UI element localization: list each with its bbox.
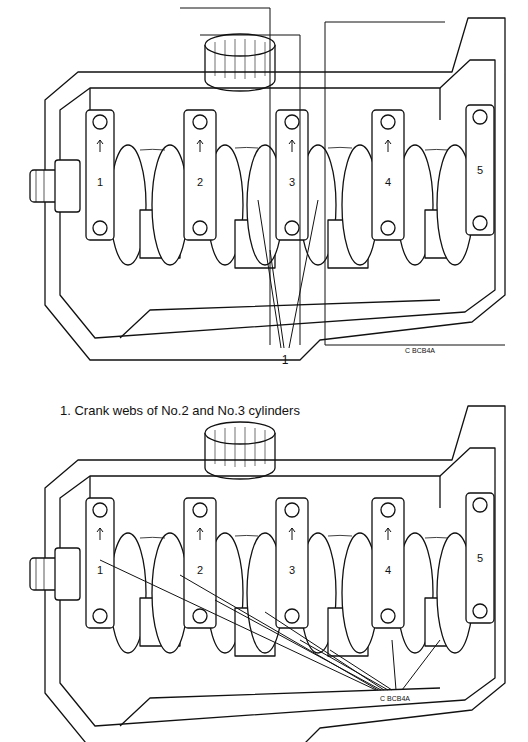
callout-number: 1	[282, 354, 289, 366]
figure-caption: 1. Crank webs of No.2 and No.3 cylinders	[60, 404, 300, 417]
cap-number: 2	[196, 565, 204, 576]
cap-number: 3	[288, 565, 296, 576]
cap-number: 4	[384, 177, 392, 188]
cap-number: 2	[196, 177, 204, 188]
cap-number: 5	[476, 553, 484, 564]
casting-mark: C BCB4A	[379, 695, 411, 702]
cap-number: 4	[384, 565, 392, 576]
cap-number: 1	[96, 565, 104, 576]
cap-number: 3	[288, 177, 296, 188]
cap-number: 5	[476, 165, 484, 176]
cap-number: 1	[96, 177, 104, 188]
casting-mark: C BCB4A	[404, 347, 436, 354]
